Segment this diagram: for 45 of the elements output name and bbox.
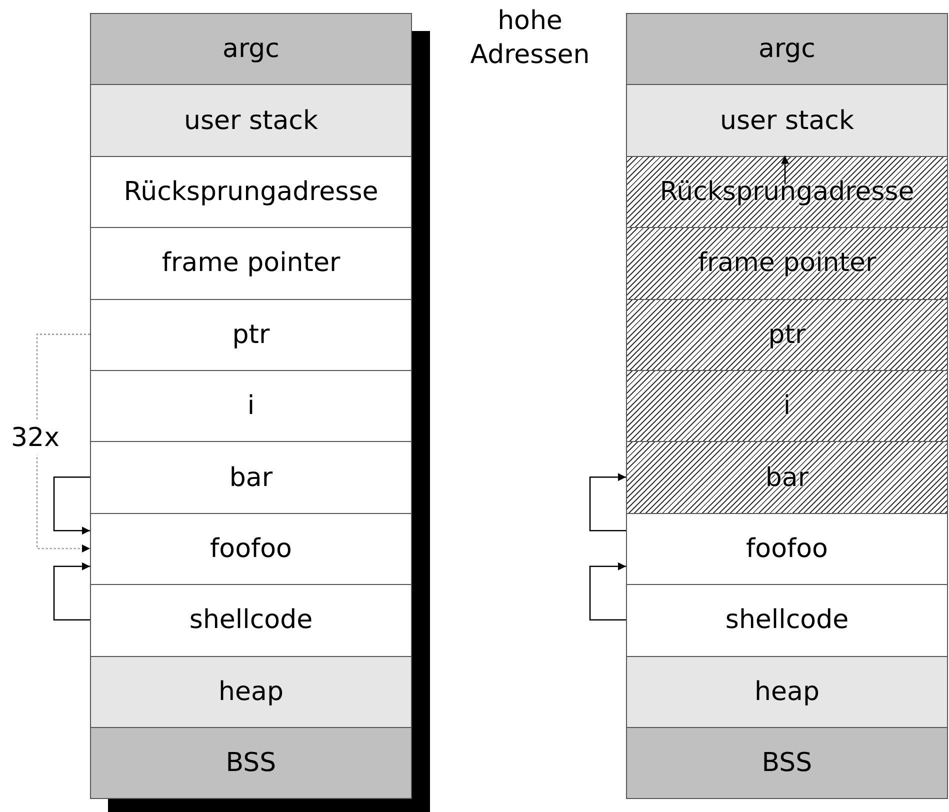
- memory-cell: [626, 512, 948, 586]
- cell-text: user stack: [184, 106, 318, 136]
- memory-cell: [90, 441, 412, 514]
- memory-cell: [90, 727, 412, 800]
- arrow: [53, 476, 90, 535]
- memory-cell: [626, 298, 948, 371]
- memory-cell: [626, 727, 948, 800]
- cell-text: BSS: [762, 748, 812, 778]
- address-note: hohe Adressen: [469, 5, 591, 72]
- memory-cell: [90, 13, 412, 86]
- cell-text: BSS: [226, 748, 276, 778]
- memory-cell: [90, 156, 412, 228]
- memory-cell: [90, 298, 412, 371]
- memory-cell: [90, 84, 412, 157]
- memory-cell: [626, 584, 948, 657]
- memory-cell: [90, 227, 412, 300]
- memory-cell: [90, 512, 412, 586]
- memory-cell: [626, 656, 948, 728]
- cell-text: frame pointer: [162, 248, 340, 278]
- memory-cell: [626, 13, 948, 86]
- cell-text: ptr: [232, 320, 270, 350]
- cell-text: shellcode: [189, 605, 313, 636]
- arrow: [589, 473, 626, 532]
- cell-text: argc: [222, 34, 280, 64]
- memory-cell: [626, 84, 948, 157]
- cell-text: user stack: [720, 106, 854, 136]
- cell-text: Rücksprungadresse: [124, 176, 378, 207]
- cell-text: heap: [218, 676, 284, 707]
- cell-text: foofoo: [746, 534, 828, 564]
- memory-cell: [90, 370, 412, 442]
- cell-text: bar: [229, 462, 273, 493]
- memory-cell: [90, 584, 412, 657]
- cell-text: shellcode: [725, 605, 849, 636]
- arrow: [781, 156, 789, 184]
- arrow: [589, 562, 626, 621]
- memory-cell: [626, 441, 948, 514]
- edge-label: 32x: [11, 421, 60, 456]
- cell-text: i: [247, 391, 255, 422]
- arrow: [53, 562, 90, 621]
- memory-cell: [90, 656, 412, 728]
- cell-text: foofoo: [210, 534, 292, 564]
- memory-cell: [626, 370, 948, 442]
- cell-text: argc: [758, 34, 816, 64]
- cell-text: heap: [754, 676, 820, 707]
- arrow: [36, 334, 90, 552]
